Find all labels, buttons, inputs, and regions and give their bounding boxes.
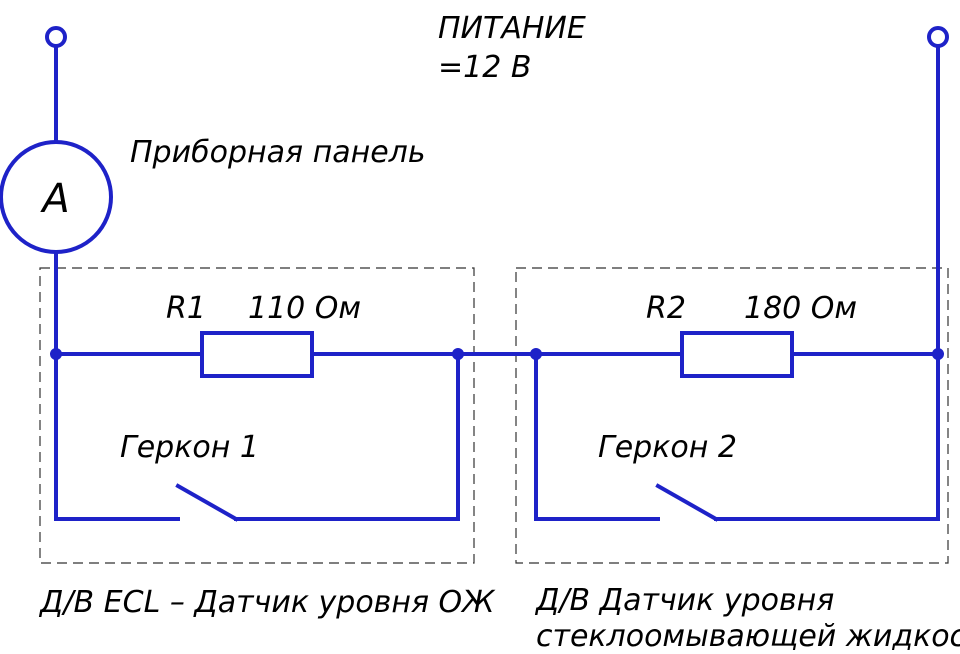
left-sensor-boundary [39,267,475,564]
junction-dot-4 [932,348,944,360]
right-power-terminal [927,26,949,48]
left-power-terminal [45,26,67,48]
voltage-label: =12 В [438,50,531,85]
right-caption-line2: стеклоомывающей жидкости [536,619,960,654]
right-sensor-boundary [515,267,949,564]
junction-dot-3 [530,348,542,360]
r1-value: 110 Ом [248,291,361,326]
switch1-label: Геркон 1 [120,430,259,465]
ammeter-letter: A [39,176,69,222]
r2-name: R2 [646,291,686,326]
r2-value: 180 Ом [744,291,857,326]
left-caption: Д/В ECL – Датчик уровня ОЖ [38,585,496,620]
switch1-contact [175,483,239,522]
r2-resistor [680,331,794,378]
meter-label: Приборная панель [130,135,426,170]
right-caption-line1: Д/В Датчик уровня [534,583,834,618]
switch2-label: Геркон 2 [598,430,737,465]
switch2-contact [655,483,719,522]
junction-dot-1 [50,348,62,360]
r1-resistor [200,331,314,378]
r1-name: R1 [166,291,206,326]
junction-dot-2 [452,348,464,360]
power-label: ПИТАНИЕ [438,11,586,46]
